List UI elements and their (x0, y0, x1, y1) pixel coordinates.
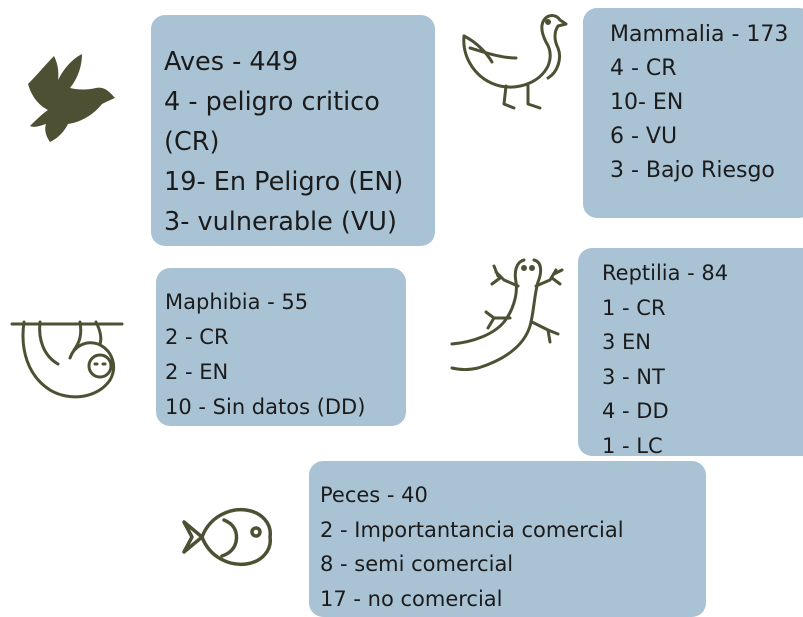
peces-line: 8 - semi comercial (320, 552, 514, 576)
aves-line: 3- vulnerable (VU) (164, 207, 397, 237)
reptilia-line: 1 - LC (602, 433, 663, 458)
mammalia-title: Mammalia - 173 (610, 22, 789, 47)
mammalia-line: 3 - Bajo Riesgo (610, 158, 775, 183)
duck-icon (456, 8, 568, 120)
reptilia-box: Reptilia - 84 1 - CR 3 EN 3 - NT 4 - DD … (578, 248, 803, 458)
maphibia-line: 10 - Sin datos (DD) (165, 395, 366, 419)
reptilia-line: 3 EN (602, 330, 652, 354)
aves-line: 4 - peligro critico (164, 87, 380, 117)
reptilia-line: 1 - CR (602, 295, 666, 320)
maphibia-title: Maphibia - 55 (165, 290, 309, 314)
peces-title: Peces - 40 (320, 483, 428, 507)
aves-title: Aves - 449 (164, 47, 299, 77)
lizard-icon (450, 256, 566, 372)
mammalia-box: Mammalia - 173 4 - CR 10- EN 6 - VU 3 - … (583, 8, 803, 218)
aves-line: 19- En Peligro (EN) (164, 167, 404, 197)
reptilia-title: Reptilia - 84 (602, 261, 729, 285)
fish-icon (180, 502, 274, 572)
peces-line: 2 - Importantancia comercial (320, 517, 624, 542)
aves-box: Aves - 449 4 - peligro critico (CR) 19- … (151, 15, 435, 246)
peces-box: Peces - 40 2 - Importantancia comercial … (309, 461, 706, 617)
mammalia-line: 10- EN (610, 90, 684, 115)
reptilia-line: 3 - NT (602, 364, 665, 389)
peces-line: 17 - no comercial (320, 586, 503, 611)
mammalia-line: 4 - CR (610, 56, 677, 81)
bird-icon (28, 54, 115, 142)
reptilia-line: 4 - DD (602, 399, 669, 423)
maphibia-box: Maphibia - 55 2 - CR 2 - EN 10 - Sin dat… (156, 268, 406, 426)
aves-line: (CR) (164, 127, 220, 157)
maphibia-line: 2 - CR (165, 325, 229, 349)
sloth-icon (10, 310, 126, 402)
mammalia-line: 6 - VU (610, 124, 678, 149)
maphibia-line: 2 - EN (165, 360, 229, 384)
